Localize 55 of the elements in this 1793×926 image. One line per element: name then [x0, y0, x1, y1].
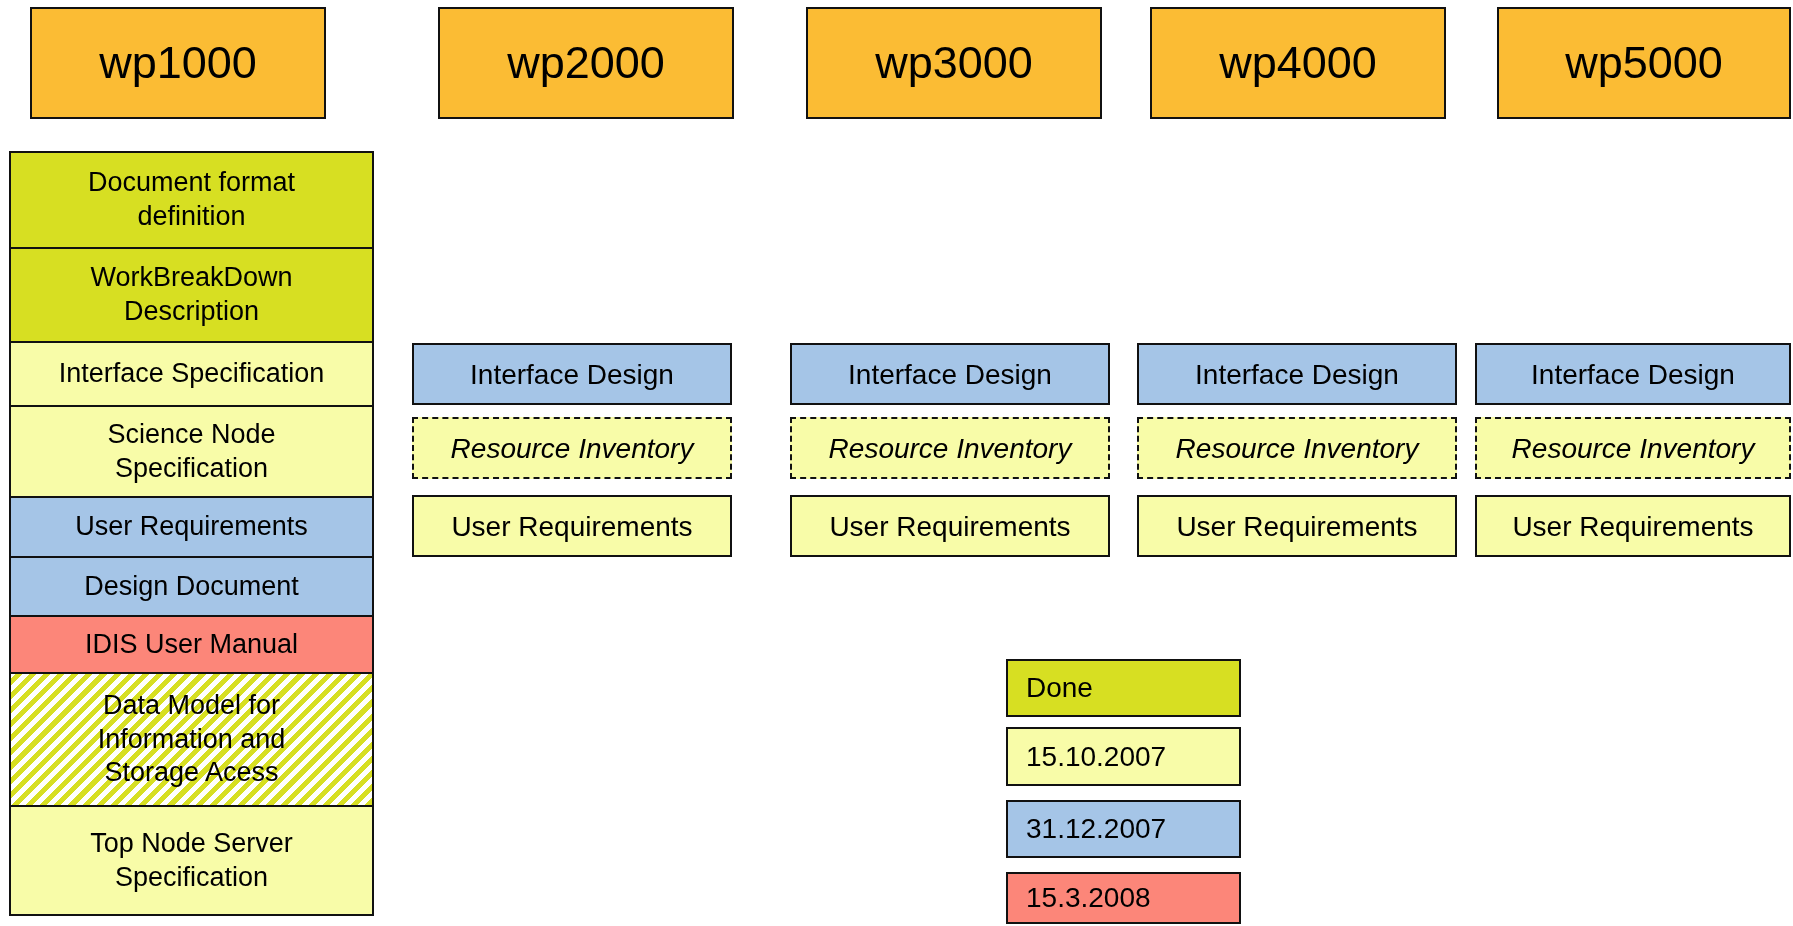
box-label: Interface Design [470, 357, 674, 392]
deliverable-box [1137, 417, 1457, 479]
deliverable-box [9, 672, 374, 807]
work-package-box [30, 7, 326, 119]
box-label: User Requirements [75, 510, 308, 544]
deliverable-box [9, 405, 374, 498]
deliverable-box [790, 417, 1110, 479]
deliverable-box [412, 417, 732, 479]
box-label: Resource Inventory [828, 431, 1072, 466]
box-label: Top Node Server Specification [89, 826, 294, 894]
deliverable-box [9, 805, 374, 916]
box-label: wp3000 [875, 35, 1033, 90]
box-label: Interface Design [1195, 357, 1399, 392]
work-package-box [1150, 7, 1446, 119]
deliverable-box [1475, 417, 1791, 479]
deliverable-box [412, 495, 732, 557]
box-label: User Requirements [451, 509, 693, 544]
work-package-box [1497, 7, 1791, 119]
deliverable-box [9, 341, 374, 407]
deliverable-box [1475, 343, 1791, 405]
legend-label: 15.10.2007 [1026, 740, 1167, 773]
box-label: Interface Design [1531, 357, 1735, 392]
box-label: Resource Inventory [1175, 431, 1419, 466]
deliverable-box [1475, 495, 1791, 557]
box-label: IDIS User Manual [84, 627, 299, 661]
box-label: Resource Inventory [450, 431, 694, 466]
deliverable-box [9, 496, 374, 558]
box-label: WorkBreakDown Description [89, 261, 294, 328]
box-label: User Requirements [1512, 509, 1754, 544]
box-label: Design Document [84, 569, 299, 603]
deliverable-box [790, 495, 1110, 557]
box-label: Interface Specification [58, 357, 325, 391]
box-label: wp4000 [1219, 35, 1377, 90]
deliverable-box [9, 556, 374, 617]
deliverable-box [9, 615, 374, 674]
box-label: wp2000 [507, 35, 665, 90]
box-label: User Requirements [829, 509, 1071, 544]
deliverable-box [1137, 495, 1457, 557]
deliverable-box [1137, 343, 1457, 405]
work-package-box [806, 7, 1102, 119]
box-label: Interface Design [848, 357, 1052, 392]
deliverable-box [9, 151, 374, 249]
legend-label: Done [1026, 672, 1093, 704]
box-label: wp1000 [99, 35, 257, 90]
deliverable-box [412, 343, 732, 405]
box-label: Document format definition [86, 166, 297, 233]
deliverable-box [790, 343, 1110, 405]
box-label: User Requirements [1176, 509, 1418, 544]
box-label: wp5000 [1565, 35, 1723, 90]
box-label: Resource Inventory [1511, 431, 1755, 466]
legend-label: 15.3.2008 [1026, 882, 1151, 914]
legend-label: 31.12.2007 [1026, 813, 1167, 845]
work-package-box [438, 7, 734, 119]
box-label: Science Node Specification [106, 417, 277, 485]
deliverable-box [9, 247, 374, 343]
